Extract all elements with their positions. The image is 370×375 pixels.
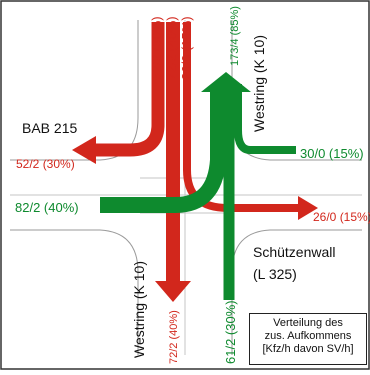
label-south-in: 61/2 (30%) bbox=[223, 300, 238, 364]
road-name-bab215: BAB 215 bbox=[22, 120, 77, 136]
road-edge-sw bbox=[10, 229, 139, 355]
arrowhead-west-out bbox=[72, 136, 96, 164]
flow-east-to-north bbox=[234, 84, 296, 154]
road-name-schuetzenwall: Schützenwall bbox=[253, 244, 336, 260]
arrowhead-north-out bbox=[201, 72, 251, 92]
arrowhead-east-out bbox=[298, 196, 318, 220]
legend-line-2: zus. Aufkommens bbox=[264, 330, 352, 342]
legend-box: Verteilung des zus. Aufkommens [Kfz/h da… bbox=[249, 313, 367, 365]
flow-west-to-north bbox=[100, 90, 226, 213]
flow-north-to-east bbox=[183, 22, 300, 212]
arrowhead-south-out bbox=[155, 281, 191, 302]
label-east-out: 26/0 (15%) bbox=[313, 210, 370, 224]
label-north-in-3: 26/0 (15%) bbox=[179, 16, 194, 80]
road-edge-nw bbox=[10, 20, 139, 161]
label-north-out: 173/4 (85%) bbox=[229, 6, 241, 66]
label-east-in: 30/0 (15%) bbox=[300, 146, 364, 161]
legend-line-1: Verteilung des bbox=[273, 317, 343, 329]
road-name-westring-bottom: Westring (K 10) bbox=[131, 261, 147, 358]
road-code-schuetzenwall: (L 325) bbox=[253, 266, 297, 282]
label-north-in-2: 72/2 (40%) bbox=[164, 16, 179, 80]
legend-line-3: [Kfz/h davon SV/h] bbox=[262, 343, 354, 355]
flow-north-to-west bbox=[92, 22, 165, 157]
label-south-out: 72/2 (40%) bbox=[168, 310, 180, 364]
label-west-in: 82/2 (40%) bbox=[15, 200, 79, 215]
label-north-in-1: 52/2 (30%) bbox=[149, 16, 164, 80]
road-name-westring-top: Westring (K 10) bbox=[251, 35, 267, 132]
label-west-out: 52/2 (30%) bbox=[16, 157, 75, 171]
